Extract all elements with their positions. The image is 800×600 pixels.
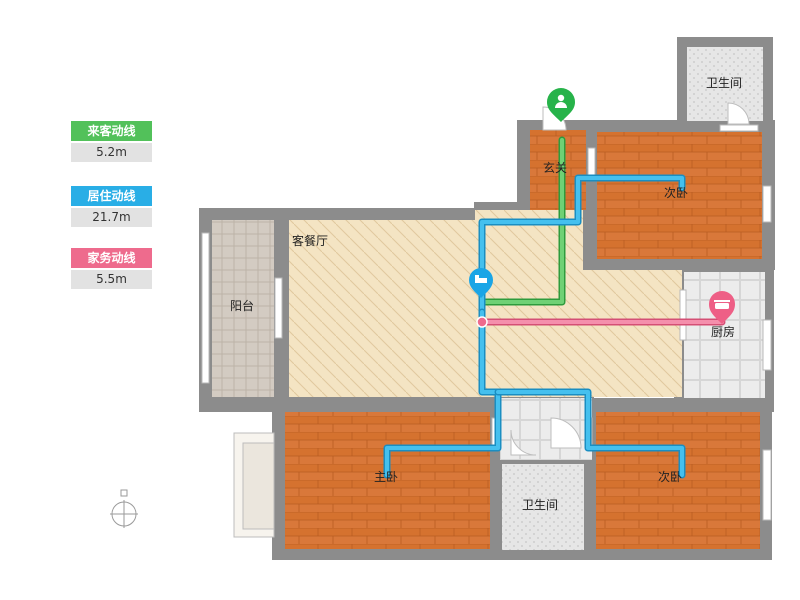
legend-chore-route: 家务动线 5.5m [71, 248, 152, 289]
legend-chore-value: 5.5m [71, 270, 152, 289]
route-origin-dot [476, 316, 488, 328]
label-bedroom-ne: 次卧 [664, 186, 688, 200]
bedroom-se-floor [596, 412, 760, 549]
bathroom-n-floor [687, 47, 763, 121]
label-entrance: 玄关 [543, 160, 567, 175]
compass-icon [110, 489, 138, 528]
legend-guest-value: 5.2m [71, 143, 152, 162]
legend-chore-title: 家务动线 [71, 248, 152, 268]
legend-living-title: 居住动线 [71, 186, 152, 206]
master-bedroom-floor [285, 412, 490, 549]
label-kitchen: 厨房 [711, 324, 735, 339]
label-balcony: 阳台 [230, 298, 254, 313]
living-dining-floor-east [475, 270, 682, 397]
bay-window-inner [242, 442, 275, 530]
bathroom-s-floor [502, 464, 584, 550]
bedroom-ne-floor [597, 132, 762, 259]
guest-marker-icon [547, 88, 575, 122]
living-route-ne-inner [480, 176, 684, 314]
living-dining-floor [289, 220, 479, 397]
legend-guest-route: 来客动线 5.2m [71, 121, 152, 162]
living-route-south-inner [385, 310, 500, 477]
label-master-bedroom: 主卧 [374, 470, 398, 484]
doors [510, 102, 750, 456]
label-bathroom-n: 卫生间 [706, 76, 742, 90]
bed-marker-icon [469, 268, 493, 298]
label-bathroom-s: 卫生间 [522, 498, 558, 512]
legend-guest-title: 来客动线 [71, 121, 152, 141]
legend-living-route: 居住动线 21.7m [71, 186, 152, 227]
living-route-se-inner [496, 390, 684, 477]
label-living-dining: 客餐厅 [292, 233, 328, 248]
label-bedroom-se: 次卧 [658, 470, 682, 484]
balcony-floor [212, 220, 274, 397]
route-paths [383, 136, 726, 479]
pot-marker-icon [709, 291, 735, 324]
legend-living-value: 21.7m [71, 208, 152, 227]
